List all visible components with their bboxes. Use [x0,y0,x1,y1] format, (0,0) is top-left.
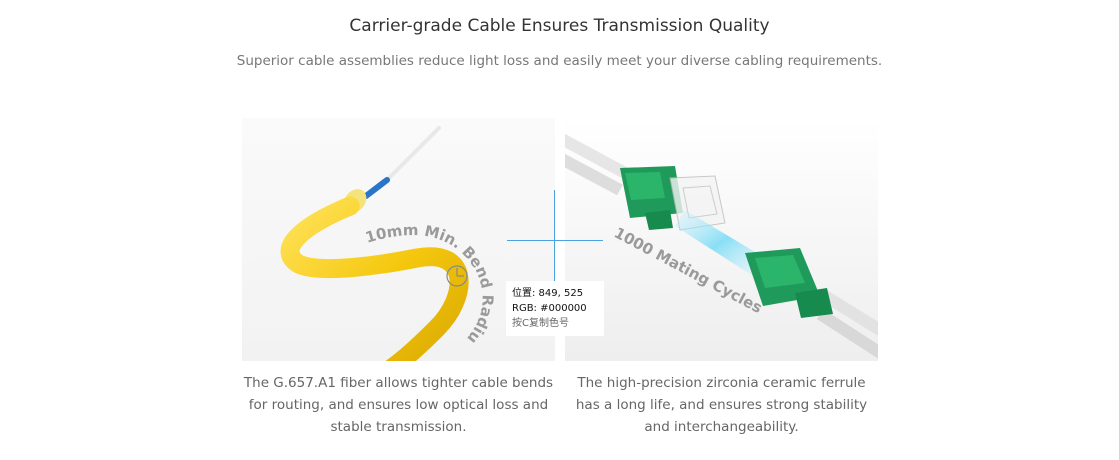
picker-position: 位置: 849, 525 [512,288,584,299]
lc-connector-right [745,248,833,318]
bare-fiber [385,126,441,182]
picker-rgb: RGB: #000000 [512,303,587,314]
crosshair-vertical [554,190,555,298]
protractor-icon [446,265,468,287]
mating-cycles-caption: The high-precision zirconia ceramic ferr… [575,375,868,435]
bend-radius-caption: The G.657.A1 fiber allows tighter cable … [243,375,554,435]
lc-connector-left [620,166,683,230]
mating-cycles-image: 1000 Mating Cycles [565,118,878,361]
connector-illustration: 1000 Mating Cycles [565,133,878,359]
yellow-cable [280,196,469,361]
white-cable-top [565,133,628,179]
light-beam [675,210,765,276]
blue-buffer [363,177,390,199]
white-cable-bottom [821,290,878,336]
color-picker-tooltip: 位置: 849, 525 RGB: #000000 按C复制色号 [506,281,604,336]
mating-cycles-label: 1000 Mating Cycles [611,224,765,317]
section-title: Carrier-grade Cable Ensures Transmission… [349,16,770,36]
bend-cable-illustration: 10mm Min. Bend Radius [242,118,497,361]
section-subtitle: Superior cable assemblies reduce light l… [236,53,883,69]
bend-radius-image: 10mm Min. Bend Radius [242,118,555,361]
picker-hint: 按C复制色号 [512,318,569,329]
crosshair-horizontal [507,240,603,241]
